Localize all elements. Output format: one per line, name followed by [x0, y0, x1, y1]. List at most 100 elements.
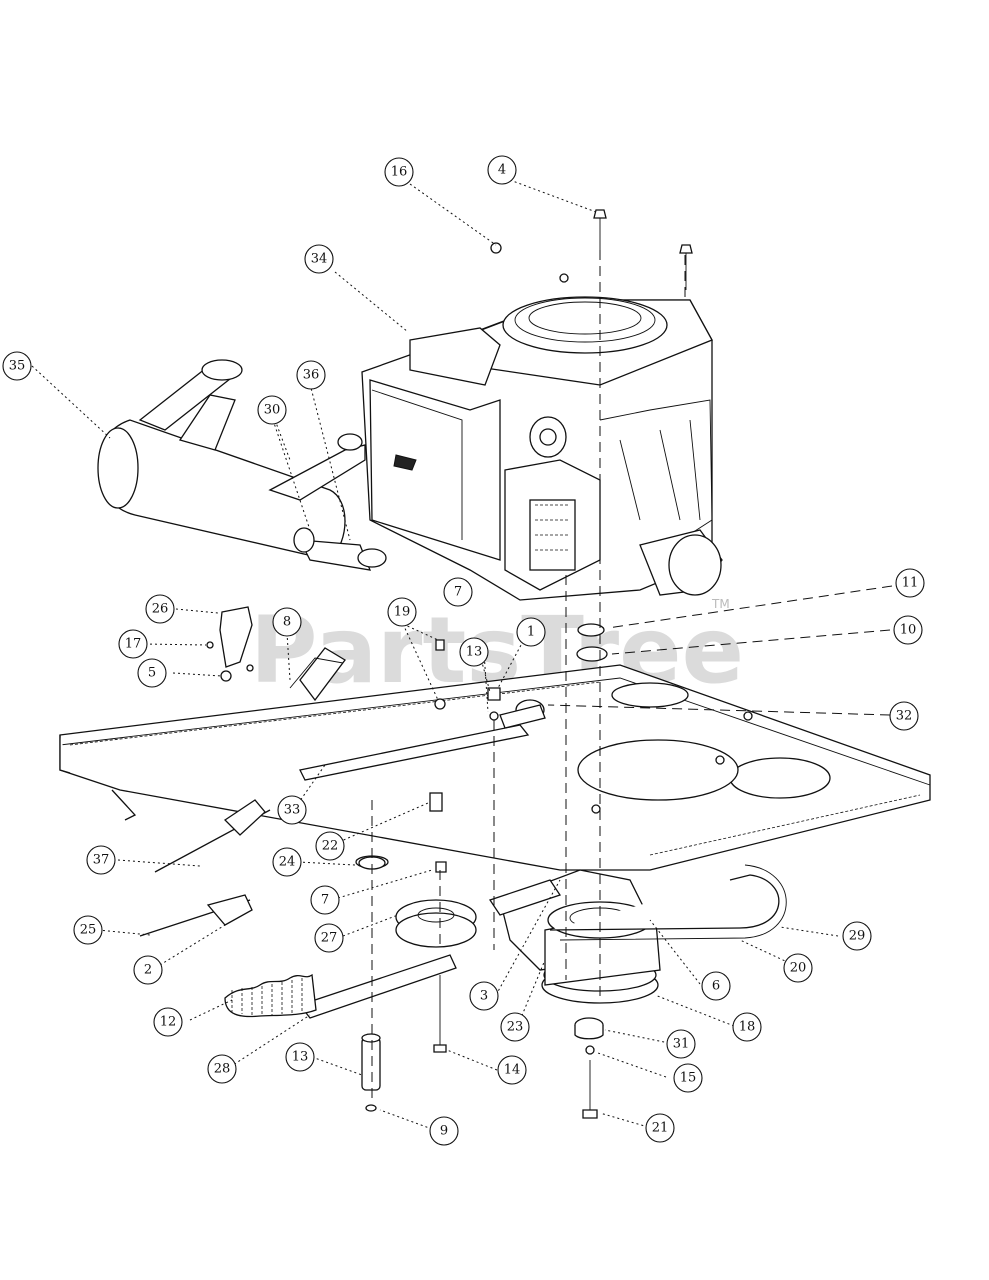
callout-number: 24 — [279, 855, 296, 870]
callout-circle — [304, 244, 334, 274]
callout-13: 13 — [285, 1042, 315, 1072]
callout-8: 8 — [272, 607, 302, 637]
callout-number: 21 — [652, 1121, 669, 1136]
frame — [59, 664, 931, 871]
callout-number: 15 — [680, 1071, 697, 1086]
callout-number: 6 — [712, 979, 720, 994]
callout-circle — [207, 1054, 237, 1084]
callout-circle — [133, 955, 163, 985]
callout-number: 31 — [673, 1037, 690, 1052]
clutch-assembly — [488, 864, 787, 1004]
callout-number: 11 — [902, 576, 919, 591]
left-brackets — [139, 606, 608, 937]
engine — [361, 209, 723, 601]
callout-circle — [893, 615, 923, 645]
callout-5: 5 — [137, 658, 167, 688]
callout-32: 32 — [889, 701, 919, 731]
callout-3: 3 — [469, 981, 499, 1011]
callout-number: 14 — [504, 1063, 521, 1078]
callout-number: 13 — [466, 645, 483, 660]
callout-number: 5 — [148, 666, 156, 681]
callout-20: 20 — [783, 953, 813, 983]
callout-23: 23 — [500, 1012, 530, 1042]
callout-24: 24 — [272, 847, 302, 877]
callout-circle — [429, 1116, 459, 1146]
callout-12: 12 — [153, 1007, 183, 1037]
callout-number: 16 — [391, 165, 408, 180]
callout-1: 1 — [516, 617, 546, 647]
callout-circle — [73, 915, 103, 945]
callout-circle — [272, 847, 302, 877]
callout-6: 6 — [701, 971, 731, 1001]
callout-circle — [443, 577, 473, 607]
callout-27: 27 — [314, 923, 344, 953]
callout-circle — [732, 1012, 762, 1042]
callout-circle — [145, 594, 175, 624]
callout-17: 17 — [118, 629, 148, 659]
callout-number: 34 — [311, 252, 328, 267]
callout-14: 14 — [497, 1055, 527, 1085]
callout-circle — [296, 360, 326, 390]
callout-circle — [387, 597, 417, 627]
callout-18: 18 — [732, 1012, 762, 1042]
callout-number: 7 — [321, 893, 329, 908]
callout-circle — [666, 1029, 696, 1059]
callout-number: 1 — [527, 625, 535, 640]
callout-number: 26 — [152, 602, 169, 617]
callout-circle — [783, 953, 813, 983]
callout-29: 29 — [842, 921, 872, 951]
callout-25: 25 — [73, 915, 103, 945]
callout-circle — [459, 637, 489, 667]
callout-number: 20 — [790, 961, 807, 976]
callout-circle — [516, 617, 546, 647]
idler-arm — [224, 954, 457, 1112]
watermark-trademark: TM — [711, 597, 730, 611]
callout-26: 26 — [145, 594, 175, 624]
callout-31: 31 — [666, 1029, 696, 1059]
callout-number: 36 — [303, 368, 320, 383]
callout-number: 8 — [283, 615, 291, 630]
callout-number: 12 — [160, 1015, 177, 1030]
callout-15: 15 — [673, 1063, 703, 1093]
callout-36: 36 — [296, 360, 326, 390]
callout-circle — [285, 1042, 315, 1072]
callout-circle — [257, 395, 287, 425]
callout-number: 35 — [9, 359, 26, 374]
callout-circle — [889, 701, 919, 731]
callout-number: 19 — [394, 605, 411, 620]
callout-circle — [153, 1007, 183, 1037]
callout-30: 30 — [257, 395, 287, 425]
callout-circle — [2, 351, 32, 381]
callout-7: 7 — [443, 577, 473, 607]
callout-33: 33 — [277, 795, 307, 825]
idler-pulley — [355, 855, 477, 948]
callout-13: 13 — [459, 637, 489, 667]
callout-number: 27 — [321, 931, 338, 946]
callout-circle — [500, 1012, 530, 1042]
callout-circle — [701, 971, 731, 1001]
bottom-hardware — [574, 1017, 604, 1119]
callout-number: 4 — [498, 163, 506, 178]
callout-circle — [315, 831, 345, 861]
callout-number: 10 — [900, 623, 917, 638]
callout-37: 37 — [86, 845, 116, 875]
callout-number: 18 — [739, 1020, 756, 1035]
callout-2: 2 — [133, 955, 163, 985]
callout-number: 30 — [264, 403, 281, 418]
callout-number: 22 — [322, 839, 339, 854]
callout-19: 19 — [387, 597, 417, 627]
callout-circle — [673, 1063, 703, 1093]
callout-circle — [384, 157, 414, 187]
callout-34: 34 — [304, 244, 334, 274]
callout-7: 7 — [310, 885, 340, 915]
callout-number: 25 — [80, 923, 97, 938]
callout-circle — [314, 923, 344, 953]
callout-10: 10 — [893, 615, 923, 645]
callout-28: 28 — [207, 1054, 237, 1084]
callout-circle — [272, 607, 302, 637]
callout-circle — [277, 795, 307, 825]
callout-circle — [469, 981, 499, 1011]
callout-number: 7 — [454, 585, 462, 600]
